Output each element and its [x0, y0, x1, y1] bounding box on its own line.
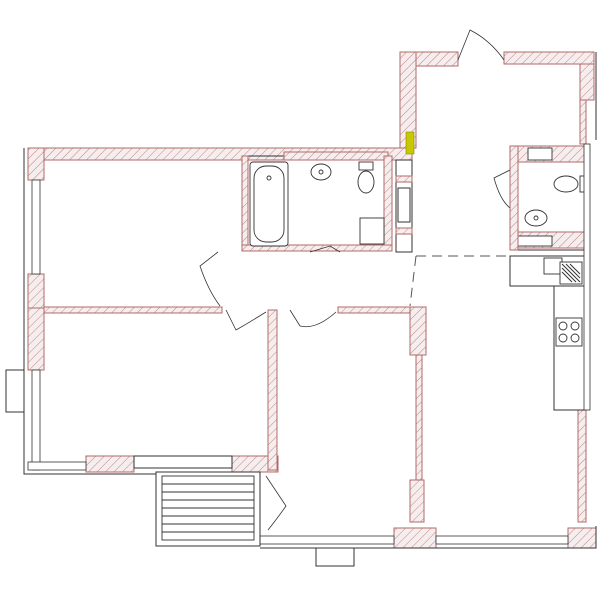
wall-right-upper — [579, 99, 587, 145]
stove — [555, 317, 583, 347]
bathroom-wall-top — [283, 151, 389, 161]
kitchen-counter-side — [553, 285, 587, 411]
toilet-2-bowl — [553, 175, 579, 193]
shaft-div-1 — [395, 175, 413, 183]
toilet-bowl — [357, 170, 375, 194]
living-door — [289, 309, 337, 328]
window-left-bottom — [31, 369, 41, 471]
wall-hall-top — [337, 306, 415, 314]
washer — [359, 217, 385, 245]
accent-panel — [405, 131, 415, 155]
balcony-outline — [155, 471, 261, 547]
window-left-top — [31, 179, 41, 275]
toilet-2-sink-drain — [533, 215, 539, 221]
window-bottom-center — [259, 535, 395, 545]
kitchen-drainer-lines — [561, 263, 581, 283]
bathroom-door — [199, 251, 221, 307]
wall-left-mid — [27, 273, 45, 309]
kitchen-sink-basin — [543, 257, 563, 275]
window-bottom-right — [435, 535, 569, 545]
balcony-slats — [162, 483, 254, 533]
wall-entry-right — [503, 51, 595, 65]
shaft-inner — [397, 187, 411, 223]
ac-unit-bottom — [315, 547, 355, 567]
wall-living-hall — [267, 309, 278, 471]
wall-bottom-left-a — [85, 455, 135, 473]
wall-hall-right — [415, 354, 423, 481]
bedroom-door — [225, 309, 267, 331]
bathroom-wall-left — [241, 155, 249, 251]
outline-bottom — [260, 526, 597, 549]
toilet-room-cabinet — [527, 147, 553, 161]
bathtub-drain — [266, 175, 272, 181]
bathroom — [241, 151, 413, 253]
shaft-div-2 — [395, 227, 413, 235]
doors — [199, 29, 511, 531]
balcony-door — [265, 475, 287, 531]
exterior-walls — [27, 51, 597, 549]
bathroom-wall-right — [383, 155, 393, 251]
wall-right-lower — [577, 409, 587, 523]
outline-left — [23, 148, 156, 475]
wall-hall-right-top — [409, 306, 427, 356]
wall-bottom-pier — [393, 527, 437, 549]
open-boundaries — [409, 255, 510, 307]
burner-4 — [570, 333, 580, 343]
toilet-room — [509, 145, 587, 251]
outline — [23, 52, 597, 549]
toilet-room-wall-left — [509, 145, 519, 251]
entry-door — [457, 29, 505, 61]
toilet-tank — [358, 161, 374, 171]
burner-2 — [570, 321, 580, 331]
window-bottom-corner — [27, 461, 87, 471]
bathroom-wall-bottom — [241, 244, 393, 252]
wall-hall-right-bottom — [409, 479, 425, 523]
balcony — [155, 471, 261, 547]
window-right — [583, 143, 591, 411]
wall-left-top — [27, 147, 45, 181]
shaft — [395, 159, 413, 253]
toilet-door — [493, 169, 511, 209]
burner-3 — [558, 333, 568, 343]
windows — [5, 143, 591, 567]
window-bottom-left — [133, 455, 233, 469]
wall-bottom-right — [567, 527, 597, 549]
wall-left-lower — [27, 307, 45, 371]
bathtub-inner — [253, 165, 285, 243]
burner-1 — [558, 321, 568, 331]
ac-unit-left — [5, 369, 25, 413]
hall-boundary — [409, 255, 417, 307]
toilet-room-shelf — [517, 235, 553, 247]
sink-drain — [318, 169, 324, 175]
kitchen — [509, 255, 587, 411]
wall-bedroom-living — [43, 306, 223, 314]
bathroom-door-2 — [309, 245, 341, 253]
